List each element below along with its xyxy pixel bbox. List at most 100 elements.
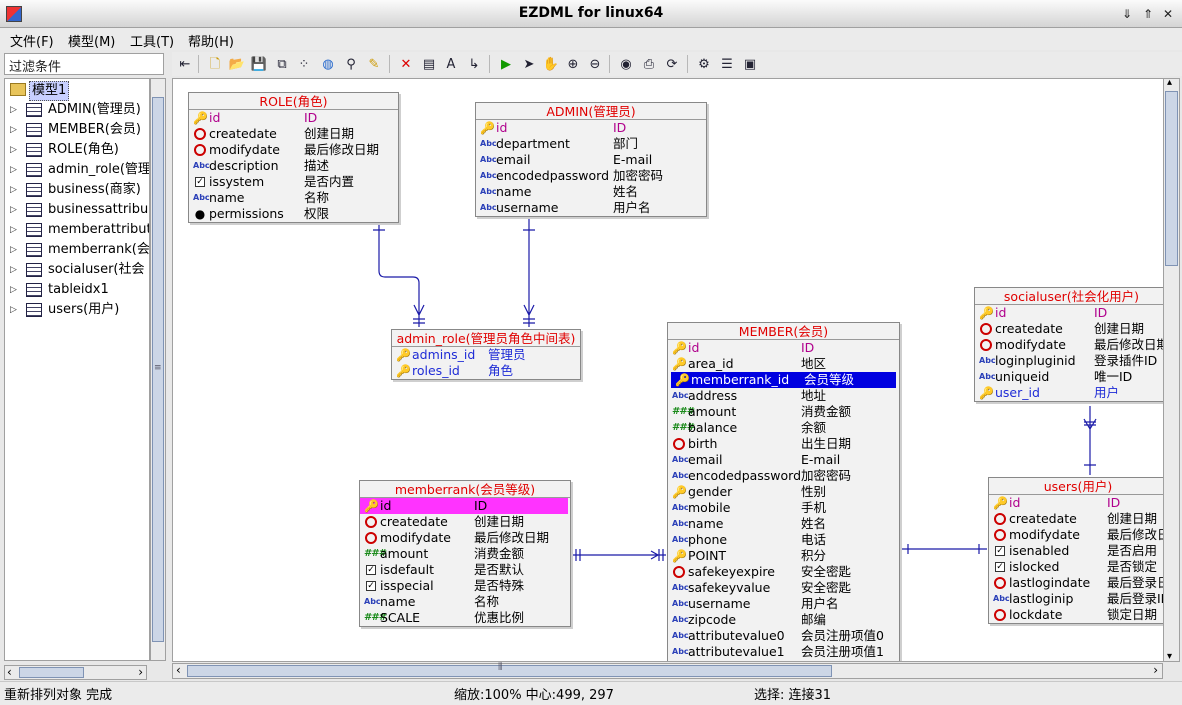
expand-arrow-icon[interactable]: ▷ (10, 305, 17, 315)
expand-arrow-icon[interactable]: ▷ (10, 285, 17, 295)
arrange-icon[interactable]: ⁘ (298, 56, 310, 72)
globe-icon[interactable]: ◍ (322, 56, 334, 72)
link-memberrank-member[interactable] (571, 549, 666, 561)
tree-item[interactable]: ▷memberrank(会 (5, 240, 149, 260)
tree-item[interactable]: ▷tableidx1 (5, 280, 149, 300)
link-role-admin-role[interactable] (373, 219, 425, 327)
view-icon[interactable]: ◉ (620, 56, 632, 72)
tree-item[interactable]: ▷businessattribu (5, 200, 149, 220)
highlight-icon[interactable]: ✎ (368, 56, 380, 72)
export-icon[interactable]: ⎙ (643, 56, 655, 72)
expand-arrow-icon[interactable]: ▷ (10, 245, 17, 255)
text-icon[interactable]: A (446, 56, 456, 72)
close-icon[interactable]: ✕ (1162, 7, 1174, 21)
expand-arrow-icon[interactable]: ▷ (10, 225, 17, 235)
expand-arrow-icon[interactable]: ▷ (10, 105, 17, 115)
delete-icon[interactable]: ✕ (400, 56, 412, 72)
tree-item[interactable]: ▷MEMBER(会员) (5, 120, 149, 140)
expand-arrow-icon[interactable]: ▷ (10, 185, 17, 195)
tree-item[interactable]: ▷business(商家) (5, 180, 149, 200)
tree-item[interactable]: ▷admin_role(管理 (5, 160, 149, 180)
refresh-icon[interactable]: ⟳ (666, 56, 678, 72)
link-admin-admin-role[interactable] (523, 219, 535, 327)
tree-item[interactable]: ▷users(用户) (5, 300, 149, 320)
expand-arrow-icon[interactable]: ▷ (10, 205, 17, 215)
image-icon[interactable]: ▣ (743, 56, 757, 72)
copy-icon[interactable]: ⧉ (277, 56, 287, 72)
new-icon[interactable]: 🗋 (209, 56, 221, 72)
new-table-icon[interactable]: ▤ (422, 56, 436, 72)
find-icon[interactable]: ⚲ (346, 56, 356, 72)
tree-horizontal-scrollbar[interactable]: ‹ › (4, 665, 147, 680)
expand-arrow-icon[interactable]: ▷ (10, 145, 17, 155)
filter-input[interactable]: 过滤条件 (4, 53, 164, 75)
save-icon[interactable]: 💾 (250, 56, 268, 72)
zoom-in-icon[interactable]: ⊕ (567, 56, 579, 72)
menu-help[interactable]: 帮助(H) (188, 35, 234, 50)
pointer-icon[interactable]: ➤ (523, 56, 535, 72)
link-icon[interactable]: ↳ (468, 56, 480, 72)
tree-item[interactable]: ▷memberattribut (5, 220, 149, 240)
run-icon[interactable]: ▶ (501, 56, 511, 72)
properties-icon[interactable]: ☰ (721, 56, 733, 72)
canvas-vertical-scrollbar[interactable]: ▴ ▾ (1163, 77, 1180, 662)
sidebar-toggle-icon[interactable]: ⇤ (179, 56, 191, 72)
expand-arrow-icon[interactable]: ▷ (10, 265, 17, 275)
settings-icon[interactable]: ⚙ (698, 56, 710, 72)
menu-tools[interactable]: 工具(T) (130, 35, 175, 50)
minimize-icon[interactable]: ⇓ (1121, 7, 1133, 21)
open-icon[interactable]: 📂 (228, 56, 246, 72)
menu-file[interactable]: 文件(F) (10, 35, 54, 50)
tree-item[interactable]: ▷socialuser(社会 (5, 260, 149, 280)
